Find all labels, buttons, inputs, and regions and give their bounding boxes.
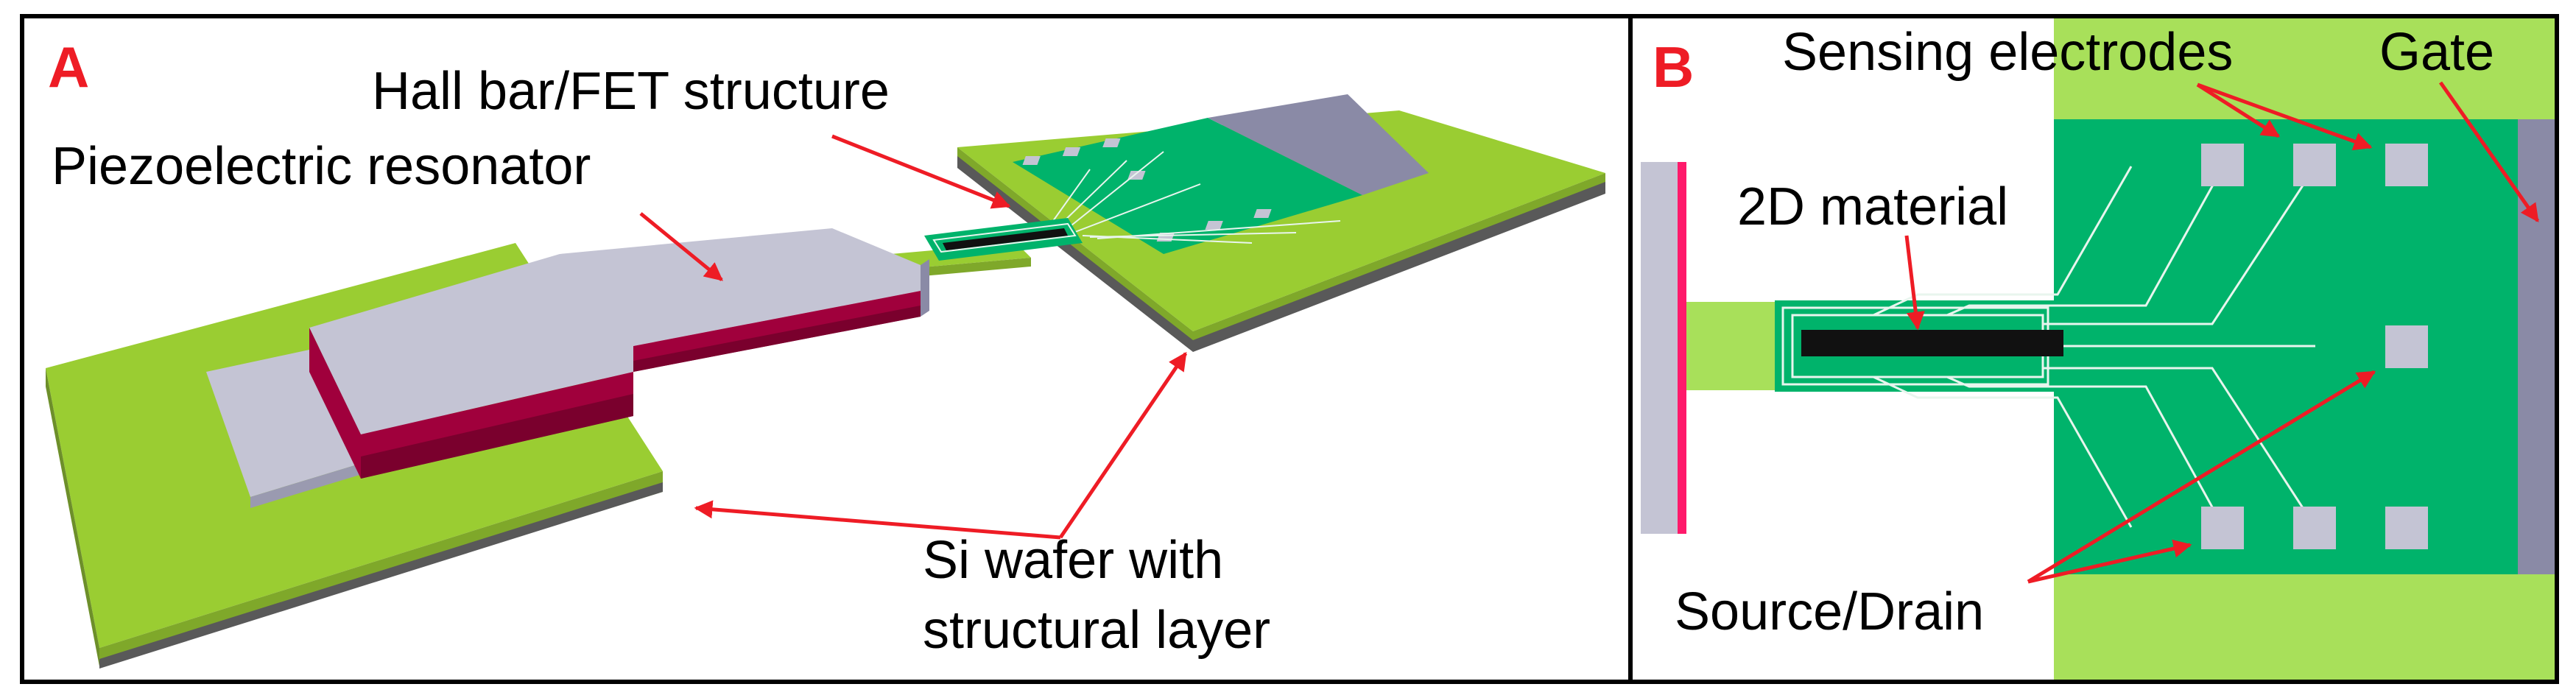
hall-bar-label: Hall bar/FET structure [372, 62, 890, 121]
gate-label: Gate [2379, 23, 2494, 82]
electrode-pads [2201, 144, 2428, 549]
chip-traces [1052, 151, 1341, 244]
bridge-beam [1686, 302, 1775, 390]
sensing-pad-2 [2293, 144, 2336, 186]
panel-a-letter: A [48, 35, 89, 99]
source-drain-label: Source/Drain [1675, 582, 1984, 641]
source-drain-arrow-1 [2027, 370, 2376, 584]
electrode-traces [1781, 166, 2317, 528]
sensing-arrow-1 [2196, 82, 2281, 138]
resonator-label: Piezoelectric resonator [52, 137, 591, 196]
gate-electrode [2518, 119, 2557, 574]
hall-bar-structure [924, 218, 1083, 261]
wafer-arrow-right [1058, 351, 1188, 539]
hall-bar-arrow [831, 134, 1011, 209]
panel-b-border [1630, 14, 2559, 684]
panel-b-illustration: B Sensing electrodes Gate 2D material So… [1630, 0, 2576, 698]
wafer-label-line1: Si wafer with [923, 531, 1223, 590]
panel-b: B Sensing electrodes Gate 2D material So… [1630, 0, 2576, 698]
chip-substrate [1013, 94, 1429, 254]
resonator-arrow [639, 212, 723, 281]
gate-arrow [2438, 81, 2540, 223]
source-drain-pad-2 [2293, 507, 2336, 549]
right-wafer-slab [957, 110, 1605, 352]
sensing-pad-1 [2201, 144, 2244, 186]
material-arrow [1904, 235, 1925, 331]
panel-a-border [20, 14, 1630, 684]
piezo-edge [1641, 162, 1686, 534]
piezoelectric-resonator [206, 228, 929, 508]
sensing-electrodes-label: Sensing electrodes [1782, 23, 2233, 82]
panel-b-letter: B [1653, 35, 1694, 99]
panel-a-illustration: A Hall bar/FET structure Piezoelectric r… [20, 14, 1630, 684]
wafer-label-line2: structural layer [923, 601, 1270, 660]
source-drain-pad-1 [2201, 507, 2244, 549]
source-drain-arrow-2 [2027, 539, 2192, 584]
panel-a: A Hall bar/FET structure Piezoelectric r… [20, 14, 1630, 684]
center-pad [2385, 325, 2428, 368]
sensing-arrow-2 [2197, 82, 2373, 151]
2d-material-label: 2D material [1737, 177, 2008, 236]
sensing-pad-3 [2385, 144, 2428, 186]
source-drain-pad-3 [2385, 507, 2428, 549]
wafer-arrow-left [694, 500, 1061, 540]
chip-contact-pads [1022, 138, 1272, 242]
2d-material-strip [1801, 330, 2063, 356]
